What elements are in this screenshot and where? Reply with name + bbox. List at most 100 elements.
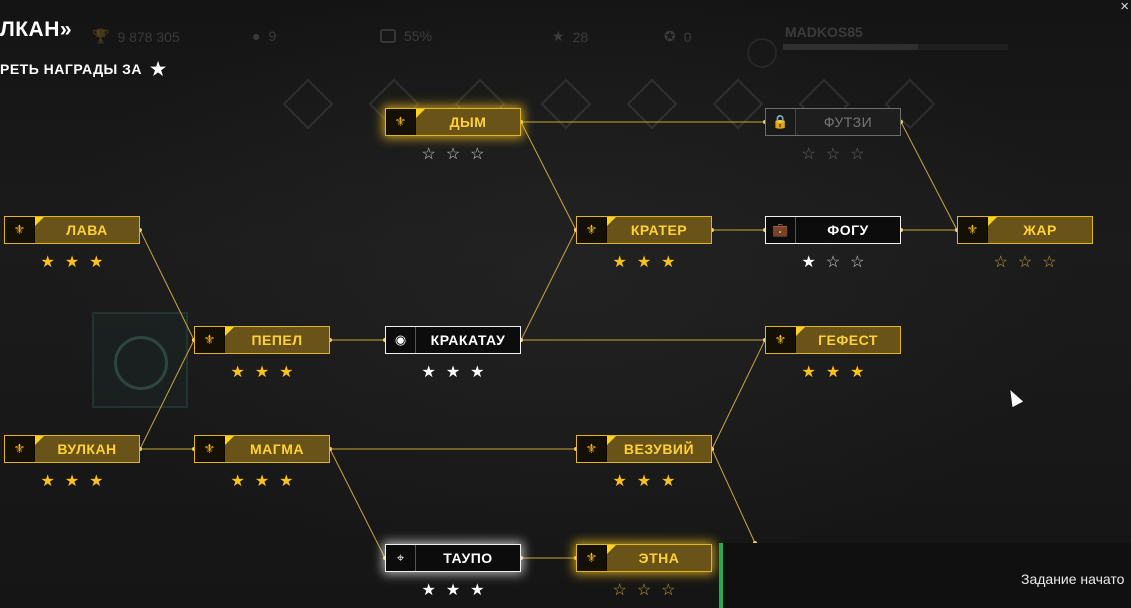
star-filled-icon: ★ [64,473,90,490]
level-badge [747,38,777,68]
mission-node-krater[interactable]: ⚜КРАТЕР [576,216,712,244]
mission-stars-vulkan: ★★★ [4,474,140,490]
star-filled-icon: ★ [636,473,662,490]
notification-toast: Задание начато [719,543,1131,608]
node-corner-marker [225,327,234,336]
connector-vezuviy-tail [711,448,756,544]
mission-node-label: ДЫМ [416,109,520,135]
connector-dym-krater [520,121,577,231]
star-filled-icon: ★ [230,473,255,490]
trophy-icon: 🏆 [92,28,110,44]
mission-stars-futzi: ☆☆☆ [765,147,901,163]
close-button[interactable]: × [1120,0,1129,15]
rewards-subtitle: РЕТЬ НАГРАДЫ ЗА ★ [0,60,167,78]
node-corner-marker [988,217,997,226]
mission-node-vezuviy[interactable]: ⚜ВЕЗУВИЙ [576,435,712,463]
mission-node-label: ЖАР [988,217,1092,243]
mission-stars-vezuviy: ★★★ [576,474,712,490]
star-filled-icon: ★ [89,254,114,271]
briefcase-icon: 💼 [766,217,796,243]
star-empty-icon: ☆ [825,146,851,163]
star-filled-icon: ★ [445,582,471,599]
mission-node-label: ГЕФЕСТ [796,327,900,353]
mission-node-krakatau[interactable]: ◉КРАКАТАУ [385,326,521,354]
mission-node-magma[interactable]: ⚜МАГМА [194,435,330,463]
mission-node-label: ЛАВА [35,217,139,243]
star-filled-icon: ★ [421,582,446,599]
star-filled-icon: ★ [470,582,495,599]
radiation-emblem-icon: ⚜ [386,109,416,135]
background-emblem-card [92,312,188,408]
star-filled-icon: ★ [612,254,637,271]
star-filled-icon: ★ [661,254,686,271]
hud-skulls: ✪0 [664,28,692,45]
star-filled-icon: ★ [421,364,446,381]
hud-battery: 55% [380,28,432,44]
star-empty-icon: ☆ [850,146,875,163]
star-empty-icon: ☆ [421,146,446,163]
radiation-emblem-icon: ⚜ [5,436,35,462]
mission-node-lava[interactable]: ⚜ЛАВА [4,216,140,244]
mission-node-label: ВЕЗУВИЙ [607,436,711,462]
star-filled-icon: ★ [254,473,280,490]
connector-magma-taupo [329,448,386,559]
eye-icon: ◉ [386,327,416,353]
star-empty-icon: ☆ [801,146,826,163]
mission-node-label: ФОГУ [796,217,900,243]
node-corner-marker [416,109,425,118]
star-filled-icon: ★ [89,473,114,490]
mission-node-taupo[interactable]: ⌖ТАУПО [385,544,521,572]
mission-node-fogu[interactable]: 💼ФОГУ [765,216,901,244]
mission-node-label: ЭТНА [607,545,711,571]
mission-stars-krater: ★★★ [576,255,712,271]
star-filled-icon: ★ [801,254,826,271]
mission-node-zhar[interactable]: ⚜ЖАР [957,216,1093,244]
hud-player-name: MADKOS85 [785,24,863,40]
radiation-emblem-icon: ⚜ [5,217,35,243]
star-empty-icon: ☆ [1017,254,1043,271]
star-empty-icon: ☆ [850,254,875,271]
mission-node-etna[interactable]: ⚜ЭТНА [576,544,712,572]
star-filled-icon: ★ [230,364,255,381]
star-filled-icon: ★ [64,254,90,271]
radiation-emblem-icon: ⚜ [577,436,607,462]
mission-node-label: ФУТЗИ [796,109,900,135]
connector-futzi-zhar [900,121,958,231]
star-filled-icon: ★ [40,254,65,271]
star-filled-icon: ★ [825,364,851,381]
subtitle-text: РЕТЬ НАГРАДЫ ЗА [0,61,143,77]
connector-vezuviy-gefest [711,339,766,450]
mission-stars-etna: ☆☆☆ [576,583,712,599]
hud-currency: 🏆9 878 305 [92,28,180,45]
mission-node-gefest[interactable]: ⚜ГЕФЕСТ [765,326,901,354]
player-name: MADKOS85 [785,24,863,40]
battery-icon [380,29,396,43]
mission-node-label: ВУЛКАН [35,436,139,462]
mission-node-label: КРАТЕР [607,217,711,243]
star-filled-icon: ★ [636,254,662,271]
star-filled-icon: ★ [40,473,65,490]
mission-node-label: МАГМА [225,436,329,462]
star-empty-icon: ☆ [612,582,637,599]
mission-node-vulkan[interactable]: ⚜ВУЛКАН [4,435,140,463]
mission-stars-pepel: ★★★ [194,365,330,381]
lock-icon: 🔒 [766,109,796,135]
node-corner-marker [796,327,805,336]
page-title: ЛКАН» [0,18,73,41]
node-corner-marker [607,545,616,554]
skull-icon: ✪ [664,28,676,44]
radiation-emblem-icon: ⚜ [577,217,607,243]
mission-node-label: ПЕПЕЛ [225,327,329,353]
connector-vulkan-pepel [139,339,195,450]
mission-stars-lava: ★★★ [4,255,140,271]
mission-node-pepel[interactable]: ⚜ПЕПЕЛ [194,326,330,354]
mission-node-dym[interactable]: ⚜ДЫМ [385,108,521,136]
node-corner-marker [225,436,234,445]
star-empty-icon: ☆ [636,582,662,599]
star-empty-icon: ☆ [1042,254,1067,271]
star-empty-icon: ☆ [993,254,1018,271]
mission-node-futzi[interactable]: 🔒ФУТЗИ [765,108,901,136]
star-icon: ★ [150,59,167,79]
mission-node-label: ТАУПО [416,545,520,571]
